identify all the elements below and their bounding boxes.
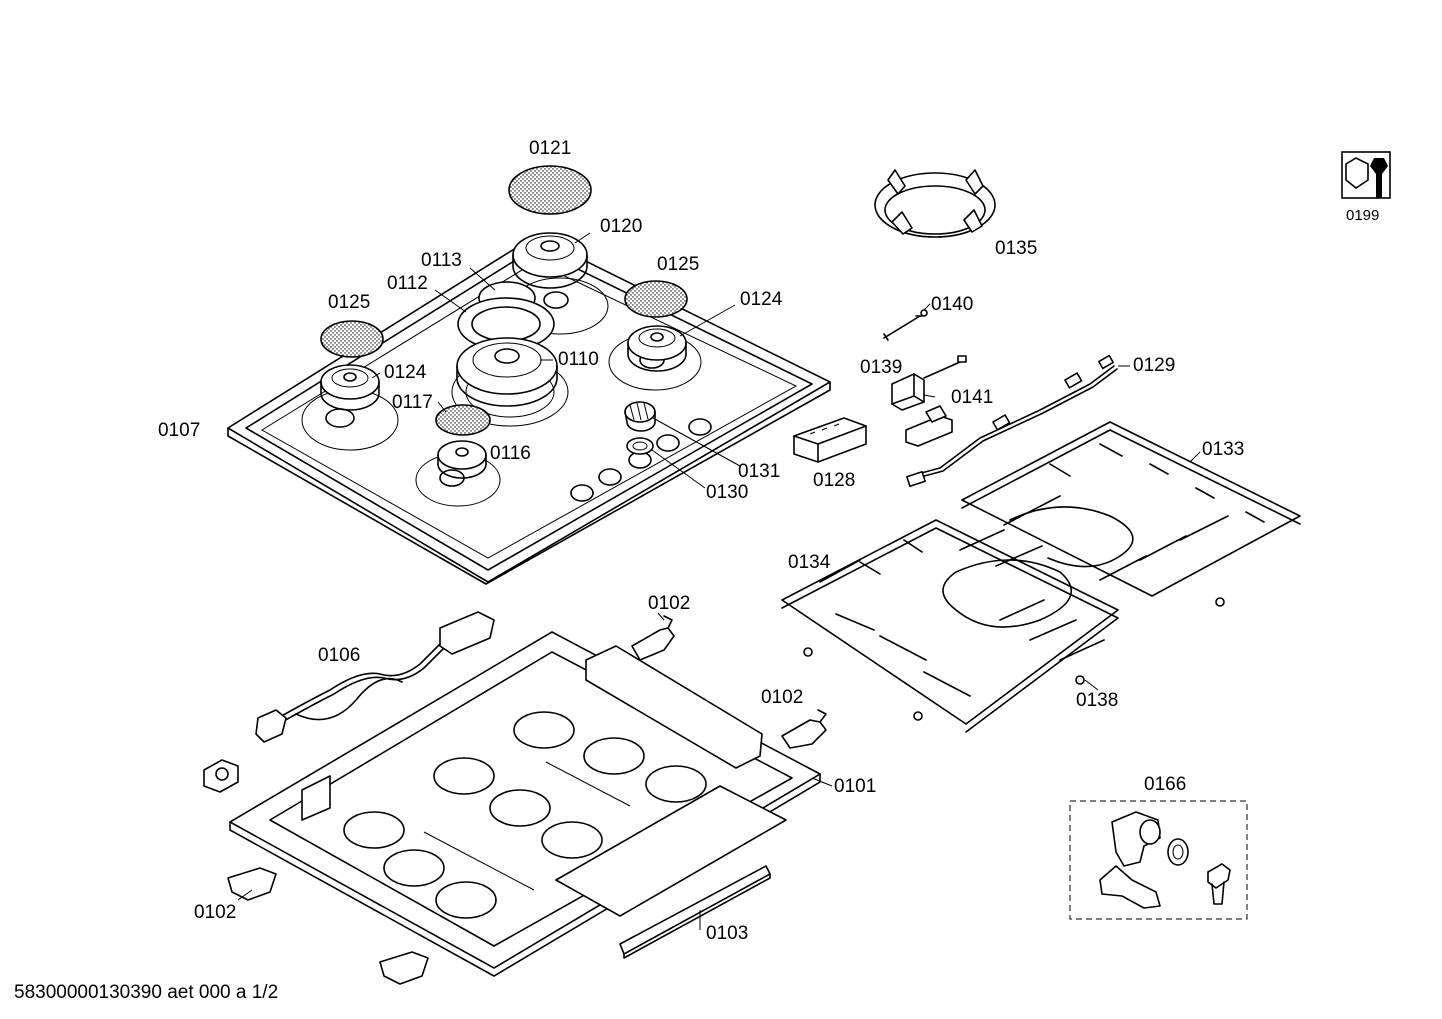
callout-0124-right: 0124 [740, 289, 783, 310]
callout-0129: 0129 [1133, 355, 1175, 376]
burner-right [627, 325, 687, 372]
ignition-electrode [883, 309, 928, 341]
pan-support-left [781, 519, 1119, 733]
callout-0199: 0199 [1346, 207, 1379, 224]
control-knob [624, 401, 656, 432]
callout-0125-right: 0125 [657, 254, 699, 275]
callout-0101: 0101 [834, 776, 876, 797]
callout-0166: 0166 [1144, 774, 1186, 795]
callout-0113: 0113 [421, 250, 462, 271]
callout-0139: 0139 [860, 357, 902, 378]
callout-0102-right: 0102 [761, 687, 803, 708]
callout-0134: 0134 [788, 552, 831, 573]
gas-connection-kit [1069, 800, 1248, 920]
wrench-nut-icon [1341, 151, 1391, 199]
callout-0106: 0106 [318, 645, 360, 666]
callout-0124-left: 0124 [384, 362, 427, 383]
ignition-bracket [905, 405, 953, 447]
callout-0102-top: 0102 [648, 593, 690, 614]
leader-lines-electrical [923, 303, 1201, 691]
wok-burner-assembly [456, 281, 558, 407]
leader-lines-top [371, 232, 741, 489]
leader-lines-bottom [237, 612, 833, 930]
callout-0103: 0103 [706, 923, 748, 944]
callout-0128: 0128 [813, 470, 855, 491]
rubber-feet [803, 597, 1225, 721]
fixing-clip-bottom [379, 951, 429, 985]
callout-0117: 0117 [392, 392, 433, 413]
fixing-clip-left [227, 867, 277, 901]
callout-0110: 0110 [558, 349, 599, 370]
callout-0112: 0112 [387, 273, 428, 294]
callout-0133: 0133 [1202, 439, 1244, 460]
callout-0130: 0130 [706, 482, 748, 503]
document-code: 58300000130390 aet 000 a 1/2 [14, 982, 279, 1003]
fixing-clip-top [631, 615, 675, 661]
burner-cap-right [624, 280, 688, 318]
callout-0131: 0131 [738, 461, 780, 482]
callout-0116: 0116 [490, 443, 531, 464]
fixing-clip-right [781, 709, 827, 749]
burner-small [437, 440, 487, 479]
burner-cap-large [508, 165, 592, 215]
burner-left [320, 364, 380, 411]
callout-0102-left: 0102 [194, 902, 236, 923]
burner-large [512, 232, 588, 289]
ignition-module [891, 355, 967, 411]
callout-0121: 0121 [529, 138, 571, 159]
burner-cap-small [435, 404, 491, 436]
callout-labels: 0121 0120 0113 0112 0125 0124 0125 0110 … [158, 138, 1379, 944]
callout-0140: 0140 [931, 294, 973, 315]
wok-ring [874, 169, 996, 238]
wiring-harness [906, 354, 1118, 488]
cable-clamp [203, 759, 239, 793]
callout-0141: 0141 [951, 387, 993, 408]
callout-0125-left: 0125 [328, 292, 370, 313]
seal-strip [619, 865, 771, 959]
base-tray [229, 631, 821, 977]
knob-seal [626, 437, 654, 455]
pan-support-right [961, 421, 1301, 597]
callout-0120: 0120 [600, 216, 642, 237]
mains-cable [255, 611, 495, 743]
burner-cap-left [320, 320, 384, 358]
control-pcb [793, 417, 867, 463]
callout-0138: 0138 [1076, 690, 1118, 711]
callout-0107: 0107 [158, 420, 200, 441]
callout-0135: 0135 [995, 238, 1037, 259]
